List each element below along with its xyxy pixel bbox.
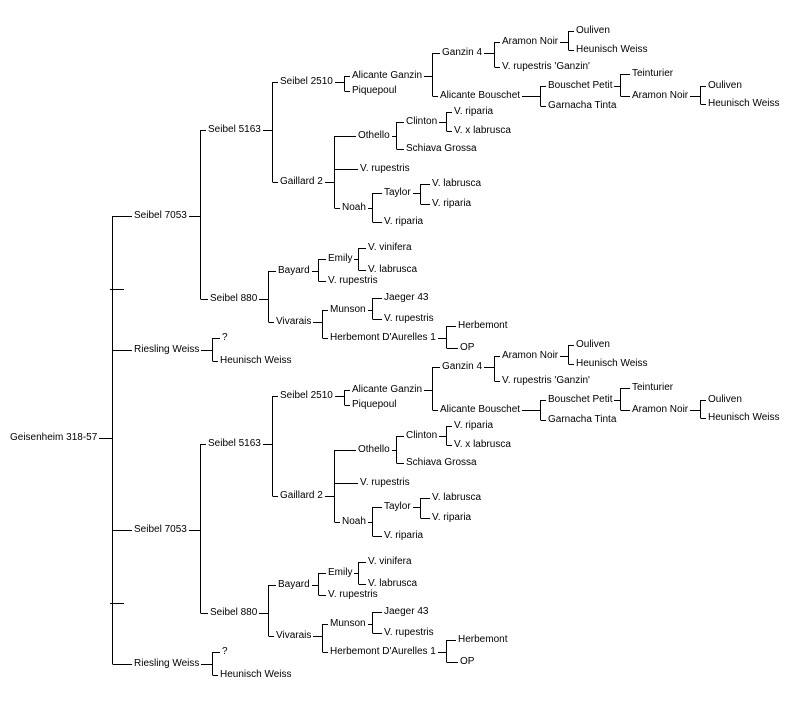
- pedigree-node: Othello: [358, 130, 390, 141]
- pedigree-node: V. rupestris 'Ganzin': [502, 61, 590, 72]
- pedigree-node: V. labrusca: [432, 178, 482, 189]
- pedigree-node: Garnacha Tinta: [548, 100, 617, 111]
- pedigree-node: V. rupestris: [384, 313, 434, 324]
- pedigree-node: Aramon Noir: [632, 404, 689, 415]
- pedigree-node: Emily: [328, 567, 353, 578]
- pedigree-node: Gaillard 2: [280, 176, 323, 187]
- pedigree-node: ?: [222, 646, 228, 657]
- pedigree-node: Seibel 2510: [280, 390, 333, 401]
- pedigree-node: Schiava Grossa: [406, 143, 477, 154]
- pedigree-node: Jaeger 43: [384, 292, 429, 303]
- pedigree-node: Alicante Ganzin: [352, 70, 423, 81]
- pedigree-node: Aramon Noir: [502, 36, 559, 47]
- pedigree-node: V. riparia: [432, 198, 472, 209]
- pedigree-node: Heunisch Weiss: [708, 412, 780, 423]
- pedigree-node: Noah: [342, 516, 366, 527]
- pedigree-node: Emily: [328, 253, 353, 264]
- pedigree-node: Taylor: [384, 501, 411, 512]
- pedigree-node: ?: [222, 332, 228, 343]
- pedigree-node: Aramon Noir: [632, 90, 689, 101]
- pedigree-node: Heunisch Weiss: [576, 44, 648, 55]
- pedigree-node: V. rupestris: [360, 477, 410, 488]
- pedigree-node: Geisenheim 318-57: [10, 432, 98, 443]
- pedigree-node: Taylor: [384, 187, 411, 198]
- pedigree-node: V. labrusca: [368, 264, 418, 275]
- pedigree-node: Heunisch Weiss: [708, 98, 780, 109]
- pedigree-node: Aramon Noir: [502, 350, 559, 361]
- pedigree-node: V. riparia: [384, 530, 424, 541]
- pedigree-node: Herbemont D'Aurelles 1: [330, 646, 436, 657]
- pedigree-node: Ganzin 4: [442, 361, 483, 372]
- pedigree-node: Riesling Weiss: [134, 658, 200, 669]
- pedigree-node: V. vinifera: [368, 242, 412, 253]
- pedigree-node: Piquepoul: [352, 399, 397, 410]
- pedigree-node: Teinturier: [632, 68, 674, 79]
- pedigree-node: Seibel 2510: [280, 76, 333, 87]
- pedigree-node: OP: [460, 342, 475, 353]
- pedigree-node: Seibel 7053: [134, 210, 187, 221]
- pedigree-node: Seibel 5163: [208, 124, 261, 135]
- pedigree-node: Seibel 880: [210, 607, 258, 618]
- pedigree-node: Heunisch Weiss: [220, 669, 292, 680]
- pedigree-node: Jaeger 43: [384, 606, 429, 617]
- pedigree-node: Ouliven: [576, 25, 610, 36]
- pedigree-node: Schiava Grossa: [406, 457, 477, 468]
- pedigree-node: Othello: [358, 444, 390, 455]
- pedigree-node: V. labrusca: [432, 492, 482, 503]
- pedigree-node: Munson: [330, 618, 366, 629]
- pedigree-node: Bayard: [278, 265, 310, 276]
- pedigree-node: Bouschet Petit: [548, 80, 613, 91]
- pedigree-node: V. rupestris: [328, 589, 378, 600]
- pedigree-node: Garnacha Tinta: [548, 414, 617, 425]
- pedigree-node: V. rupestris: [384, 627, 434, 638]
- pedigree-node: Noah: [342, 202, 366, 213]
- pedigree-node: V. riparia: [432, 512, 472, 523]
- pedigree-node: V. rupestris 'Ganzin': [502, 375, 590, 386]
- pedigree-node: Herbemont: [458, 634, 508, 645]
- pedigree-node: Alicante Bouschet: [440, 404, 521, 415]
- pedigree-node: OP: [460, 656, 475, 667]
- pedigree-node: Ganzin 4: [442, 47, 483, 58]
- pedigree-node: Bayard: [278, 579, 310, 590]
- pedigree-node: Ouliven: [708, 80, 742, 91]
- pedigree-node: V. riparia: [454, 420, 494, 431]
- pedigree-node: Clinton: [406, 430, 438, 441]
- pedigree-node: Alicante Ganzin: [352, 384, 423, 395]
- pedigree-node: Vivarais: [276, 630, 312, 641]
- pedigree-node: Seibel 5163: [208, 438, 261, 449]
- pedigree-node: V. riparia: [384, 216, 424, 227]
- pedigree-node: Ouliven: [708, 394, 742, 405]
- pedigree-node: Riesling Weiss: [134, 344, 200, 355]
- pedigree-node: V. x labrusca: [454, 125, 511, 136]
- pedigree-node: Heunisch Weiss: [576, 358, 648, 369]
- pedigree-node: V. rupestris: [360, 163, 410, 174]
- pedigree-node: V. labrusca: [368, 578, 418, 589]
- pedigree-node: Ouliven: [576, 339, 610, 350]
- pedigree-node: V. rupestris: [328, 275, 378, 286]
- pedigree-node: V. vinifera: [368, 556, 412, 567]
- pedigree-node: V. riparia: [454, 106, 494, 117]
- pedigree-node: Teinturier: [632, 382, 674, 393]
- pedigree-node: Vivarais: [276, 316, 312, 327]
- pedigree-node: Herbemont D'Aurelles 1: [330, 332, 436, 343]
- pedigree-node: Piquepoul: [352, 85, 397, 96]
- pedigree-node: V. x labrusca: [454, 439, 511, 450]
- pedigree-node: Bouschet Petit: [548, 394, 613, 405]
- pedigree-node: Clinton: [406, 116, 438, 127]
- pedigree-node: Seibel 7053: [134, 524, 187, 535]
- pedigree-node: Munson: [330, 304, 366, 315]
- pedigree-node: Alicante Bouschet: [440, 90, 521, 101]
- pedigree-node: Seibel 880: [210, 293, 258, 304]
- pedigree-node: Herbemont: [458, 320, 508, 331]
- pedigree-node: Heunisch Weiss: [220, 355, 292, 366]
- pedigree-node: Gaillard 2: [280, 490, 323, 501]
